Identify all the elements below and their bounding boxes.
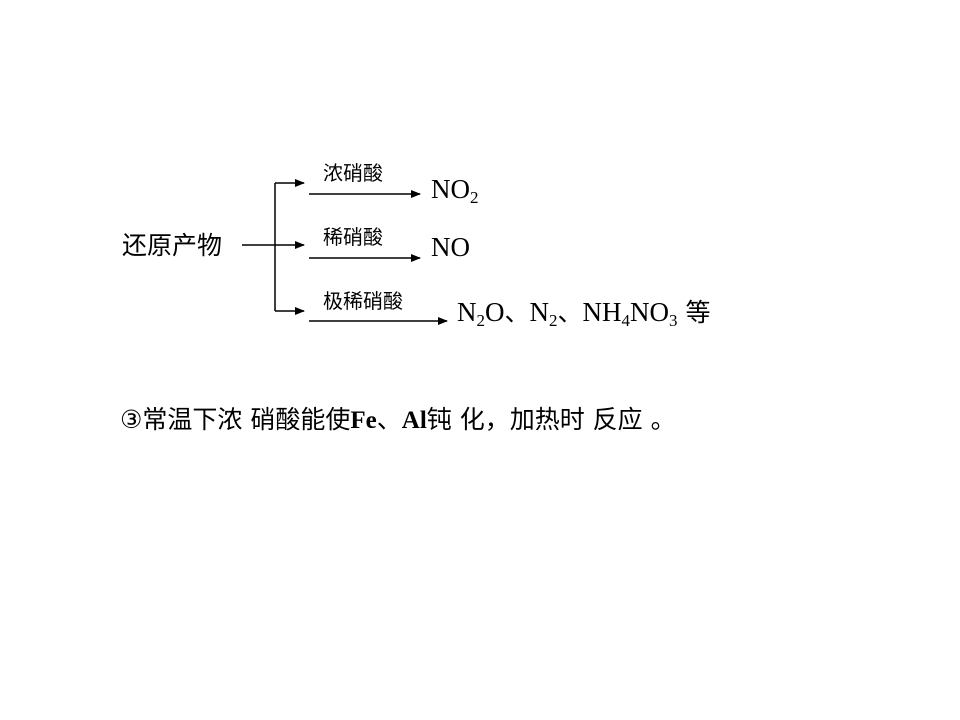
formula-text: NO: [630, 297, 670, 327]
note-line: ③常温下浓 硝酸能使Fe、Al钝 化，加热时 反应 。: [120, 400, 676, 441]
formula-text: N: [457, 297, 477, 327]
product-3: N2O、N2、NH4NO3 等: [457, 295, 710, 330]
condition-concentrated-nitric-acid: 浓硝酸: [323, 161, 383, 185]
note-al: Al: [401, 407, 427, 434]
formula-separator: 等: [677, 298, 711, 327]
note-text-before: 常温下浓 硝酸能使: [142, 405, 351, 434]
product-1: NO2: [431, 172, 479, 206]
formula-text: NH: [582, 297, 622, 327]
note-marker: ③: [120, 405, 143, 434]
formula-subscript: 2: [476, 311, 486, 330]
condition-dilute-nitric-acid: 稀硝酸: [323, 225, 383, 249]
condition-very-dilute-nitric-acid: 极稀硝酸: [323, 289, 403, 313]
note-separator: 、: [376, 405, 402, 434]
formula-text: NO: [431, 174, 470, 204]
product-2: NO: [431, 230, 470, 264]
formula-subscript: 2: [549, 311, 558, 330]
formula-text: O: [485, 297, 505, 327]
formula-subscript: 4: [621, 311, 631, 330]
formula-separator: 、: [504, 298, 530, 327]
root-label: 还原产物: [122, 231, 223, 260]
note-fe: Fe: [350, 407, 377, 434]
formula-text: NO: [431, 232, 470, 262]
formula-text: N: [529, 297, 550, 327]
formula-subscript: 2: [470, 188, 479, 207]
formula-subscript: 3: [669, 311, 678, 330]
formula-separator: 、: [557, 298, 583, 327]
note-text-after: 钝 化，加热时 反应 。: [426, 405, 676, 434]
